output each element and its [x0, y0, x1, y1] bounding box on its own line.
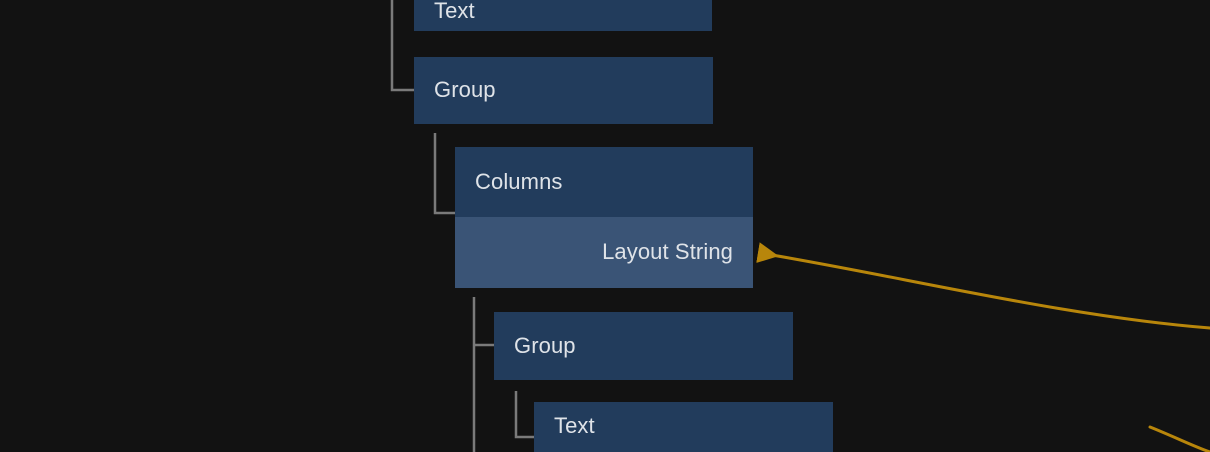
tree-connector-1 — [433, 133, 455, 215]
node-header[interactable]: Text — [414, 0, 712, 31]
tree-connector-0 — [390, 0, 414, 92]
tree-connector-4 — [514, 391, 534, 439]
node-title: Text — [554, 413, 595, 438]
node-header[interactable]: Text — [534, 402, 833, 452]
tree-node-group[interactable]: Group — [414, 57, 713, 124]
node-header[interactable]: Group — [494, 312, 793, 380]
node-slot-layout-string[interactable]: Layout String — [455, 217, 753, 288]
node-title: Group — [514, 332, 576, 358]
node-title: Group — [434, 77, 496, 103]
node-title: Columns — [475, 168, 563, 194]
node-header[interactable]: Group — [414, 57, 713, 124]
tree-node-group[interactable]: Group — [494, 312, 793, 380]
node-slot-label: Layout String — [602, 239, 733, 265]
node-title: Text — [434, 0, 475, 23]
tree-node-text[interactable]: Text — [534, 402, 833, 452]
tree-node-text[interactable]: Text — [414, 0, 712, 31]
wire-layout-string[interactable] — [756, 242, 1210, 330]
wire-lower-right[interactable] — [1148, 425, 1210, 452]
node-header[interactable]: Columns — [455, 147, 753, 217]
